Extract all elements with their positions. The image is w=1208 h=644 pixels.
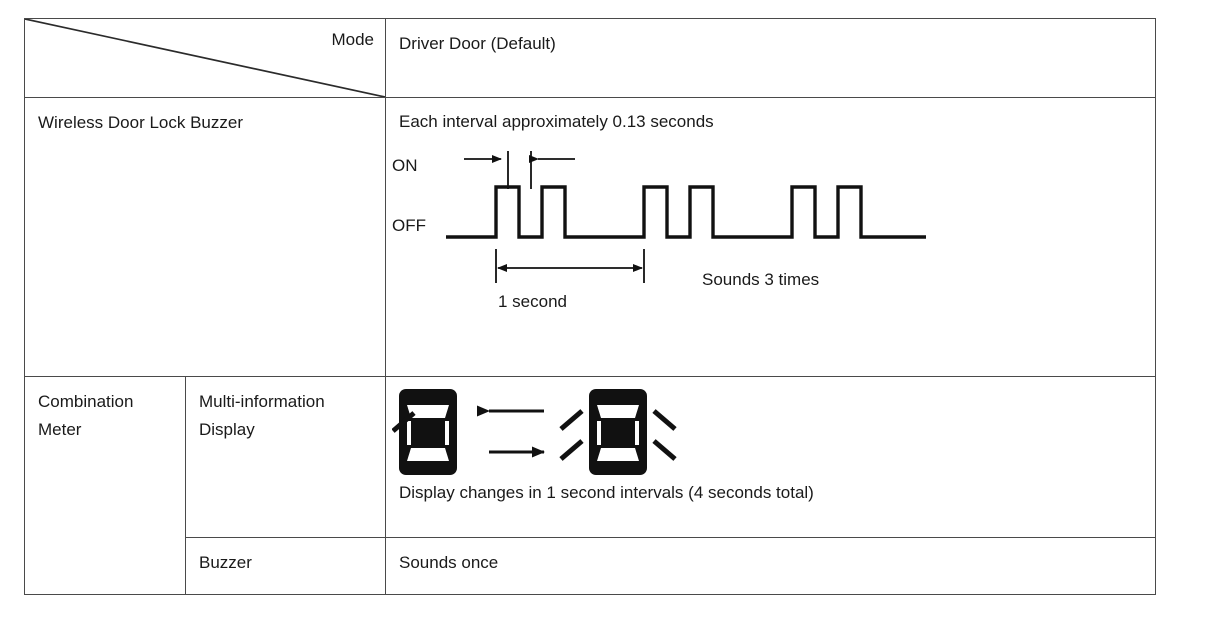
door-lock-indicator-graphic (392, 383, 722, 481)
car-icon-unlocked (392, 389, 457, 475)
diagonal-divider-line (25, 19, 385, 97)
waveform-on-label: ON (392, 156, 418, 175)
car-icon-locked-flashing (559, 389, 677, 475)
buzzer-waveform-svg: ON OFF (392, 151, 926, 311)
row-content-combination-meter-buzzer: Sounds once (385, 537, 1156, 595)
multi-information-display-label-line2: Display (199, 420, 255, 439)
one-second-label: 1 second (498, 292, 567, 311)
combination-meter-buzzer-value: Sounds once (399, 553, 499, 572)
waveform-off-label: OFF (392, 216, 426, 235)
multi-information-display-label-line1: Multi-information (199, 392, 325, 411)
buzzer-interval-text: Each interval approximately 0.13 seconds (399, 112, 714, 131)
sub-label-combination-meter-buzzer: Buzzer (185, 537, 386, 595)
header-mode-label: Mode (331, 30, 374, 49)
combination-meter-label-line2: Meter (38, 420, 82, 439)
door-lock-icons-svg (392, 389, 677, 475)
combination-meter-label: Combination Meter (25, 377, 185, 454)
row-label-combination-meter: Combination Meter (24, 376, 186, 595)
multi-information-display-caption: Display changes in 1 second intervals (4… (399, 483, 814, 502)
mode-specification-table: Mode Driver Door (Default) Wireless Door… (24, 18, 1156, 595)
combination-meter-label-line1: Combination (38, 392, 134, 411)
buzzer-timing-chart: ON OFF (386, 137, 1146, 337)
row-label-text: Wireless Door Lock Buzzer (38, 113, 244, 132)
display-toggle-arrows (477, 405, 545, 458)
one-second-dimension (495, 249, 645, 283)
sounds-three-times-label: Sounds 3 times (702, 270, 819, 289)
header-mode-value-cell: Driver Door (Default) (385, 18, 1156, 98)
row-content-multi-information-display: Display changes in 1 second intervals (4… (385, 376, 1156, 538)
table-row: Combination Meter Multi-information Disp… (24, 376, 1156, 595)
sub-label-multi-information-display: Multi-information Display (185, 376, 386, 538)
header-corner-cell: Mode (24, 18, 386, 98)
multi-information-display-label: Multi-information Display (186, 377, 385, 454)
row-label-wireless-door-lock-buzzer: Wireless Door Lock Buzzer (24, 97, 386, 377)
table-row: Buzzer Sounds once (25, 537, 1156, 595)
waveform-trace (446, 185, 926, 239)
interval-tick-marks (507, 151, 532, 189)
table-header-row: Mode Driver Door (Default) (24, 18, 1156, 98)
row-content-wireless-door-lock-buzzer: Each interval approximately 0.13 seconds (385, 97, 1156, 377)
header-mode-value: Driver Door (Default) (399, 34, 556, 53)
table-row: Wireless Door Lock Buzzer Each interval … (24, 97, 1156, 377)
combination-meter-buzzer-label: Buzzer (199, 553, 252, 572)
